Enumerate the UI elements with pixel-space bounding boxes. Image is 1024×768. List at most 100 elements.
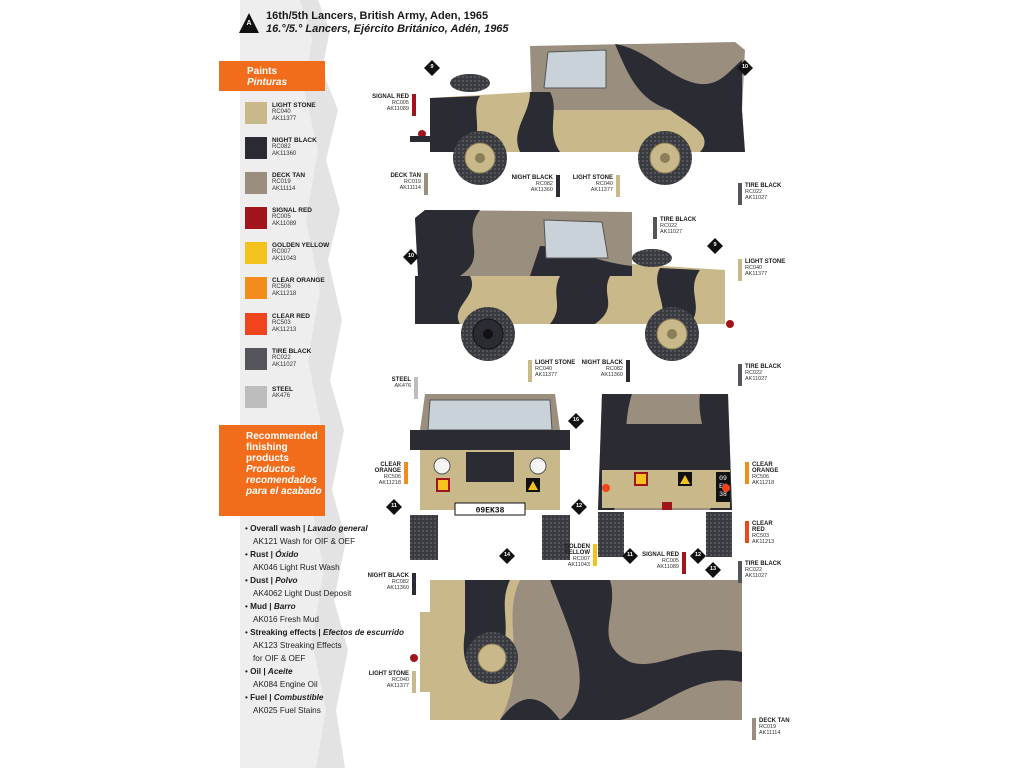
decal-number-marker: 9 — [424, 60, 440, 76]
finishing-item-product: AK016 Fresh Mud — [253, 615, 319, 624]
callout-text: RC005 — [391, 100, 409, 106]
callout-text: NIGHT BLACK — [581, 360, 623, 366]
paint-code: RC503 — [272, 320, 291, 326]
callout-color-chip — [528, 360, 532, 382]
paint-code: AK476 — [272, 393, 291, 399]
callout-text: TIRE BLACK — [745, 561, 782, 567]
callout-text: AK11027 — [745, 376, 768, 382]
callout-color-chip — [556, 175, 560, 197]
callout-text: TIRE BLACK — [745, 364, 782, 370]
callout-color-chip — [593, 544, 597, 566]
callout-text: RED — [752, 527, 765, 533]
decal-number-marker: 13 — [705, 562, 721, 578]
callout-color-chip — [738, 364, 742, 386]
callout-color-chip — [653, 217, 657, 239]
callout-text: AK476 — [394, 383, 411, 389]
front-view: 09EK38 — [410, 394, 570, 560]
paints-section-header: Paints Pinturas — [219, 61, 325, 91]
paint-code: RC506 — [272, 284, 291, 290]
callout-text: AK11027 — [745, 195, 768, 201]
callout-text: AK11114 — [399, 185, 421, 191]
callout-text: AK11027 — [745, 573, 768, 579]
callout-text: AK11377 — [535, 372, 558, 378]
finishing-item-label: • Rust | Óxido — [245, 550, 299, 559]
callout-text: AK11360 — [530, 187, 553, 193]
finishing-title-es-line3: para el acabado — [246, 486, 322, 497]
finishing-item-product: AK121 Wash for OIF & OEF — [253, 537, 356, 546]
paint-name: CLEAR RED — [272, 313, 310, 320]
callout-text: RC022 — [745, 370, 763, 376]
paint-name: NIGHT BLACK — [272, 137, 317, 144]
finishing-item-product: AK025 Fuel Stains — [253, 706, 321, 715]
side-view-left — [415, 210, 734, 361]
finishing-title-es-line1: Productos — [246, 464, 296, 475]
decal-number-marker: 11 — [386, 499, 402, 515]
callout-text: RC082 — [605, 366, 623, 372]
paint-code-ak: AK11218 — [272, 291, 297, 297]
paint-name: SIGNAL RED — [272, 207, 312, 214]
callout-text: AK11377 — [745, 271, 768, 277]
callout-text: RC019 — [759, 724, 777, 730]
paint-color-chip — [245, 386, 267, 408]
paint-code: RC040 — [272, 109, 291, 115]
callout-text: SIGNAL RED — [642, 552, 679, 558]
callout-text: AK11213 — [752, 539, 775, 545]
paints-title-es: Pinturas — [247, 77, 288, 88]
callout-text: GOLDEN — [564, 544, 590, 550]
paint-code: RC007 — [272, 249, 291, 255]
finishing-item-label: • Dust | Polvo — [245, 576, 298, 585]
finishing-item-product: AK123 Streaking Effects — [253, 641, 342, 650]
callout-text: AK11377 — [386, 683, 409, 689]
decal-number-marker: 16 — [568, 413, 584, 429]
callout-text: RC022 — [745, 189, 763, 195]
callout-text: LIGHT STONE — [368, 671, 409, 677]
decal-number-marker: 12 — [690, 548, 706, 564]
finishing-item-label: • Streaking effects | Efectos de escurri… — [245, 628, 404, 637]
callout-text: ORANGE — [752, 468, 779, 474]
rear-plate-line1: 09 — [719, 475, 727, 482]
callout-text: AK11043 — [567, 562, 590, 568]
finishing-title-line1: Recommended — [246, 431, 318, 442]
paint-color-chip — [245, 242, 267, 264]
callout-text: AK11089 — [656, 564, 679, 570]
paint-code-ak: AK11360 — [272, 151, 297, 157]
callout-text: AK11027 — [660, 229, 683, 235]
paint-code-ak: AK11089 — [272, 221, 297, 227]
callout-color-chip — [738, 183, 742, 205]
paints-title: Paints — [247, 66, 278, 77]
callout-text: RC040 — [535, 366, 553, 372]
callout-text: RC005 — [661, 558, 679, 564]
callout-text: LIGHT STONE — [572, 175, 613, 181]
finishing-item-product: AK046 Light Rust Wash — [253, 563, 340, 572]
callout-text: LIGHT STONE — [745, 259, 786, 265]
callout-text: AK11360 — [600, 372, 623, 378]
finishing-item-product-cont: for OIF & OEF — [253, 654, 306, 663]
paint-code: RC019 — [272, 179, 291, 185]
callout-text: RC040 — [391, 677, 409, 683]
callout-color-chip — [682, 552, 686, 574]
finishing-item-product: AK4062 Light Dust Deposit — [253, 589, 352, 598]
paint-code: RC005 — [272, 214, 291, 220]
paint-color-chip — [245, 102, 267, 124]
callout-color-chip — [412, 671, 416, 693]
rear-plate-line3: 38 — [719, 491, 727, 498]
finishing-item-label: • Oil | Aceite — [245, 667, 293, 676]
paint-name: GOLDEN YELLOW — [272, 242, 330, 249]
callout-text: RC040 — [745, 265, 763, 271]
paint-color-chip — [245, 348, 267, 370]
callout-text: RC082 — [391, 579, 409, 585]
rear-view: 09 EK 38 — [598, 394, 732, 557]
side-view-right — [410, 42, 745, 185]
paint-code: RC082 — [272, 144, 291, 150]
